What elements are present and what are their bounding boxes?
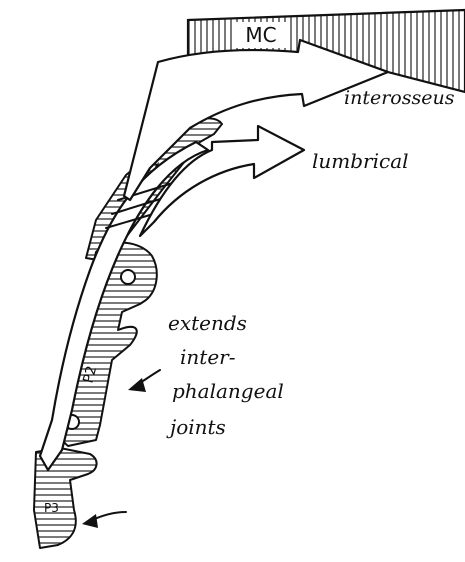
action-line-4: joints bbox=[166, 415, 226, 439]
action-line-1: extends bbox=[168, 311, 247, 335]
action-line-2: inter- bbox=[180, 345, 236, 369]
lumbrical-label: lumbrical bbox=[312, 149, 409, 173]
metacarpal-label: MC bbox=[245, 23, 276, 47]
distal-phalanx-label: P3 bbox=[44, 501, 59, 515]
pointer-arrow-distal bbox=[82, 512, 126, 528]
interosseus-label: interosseus bbox=[344, 87, 455, 109]
pointer-arrow-middle bbox=[128, 370, 160, 392]
action-line-3: phalangeal bbox=[172, 379, 284, 403]
